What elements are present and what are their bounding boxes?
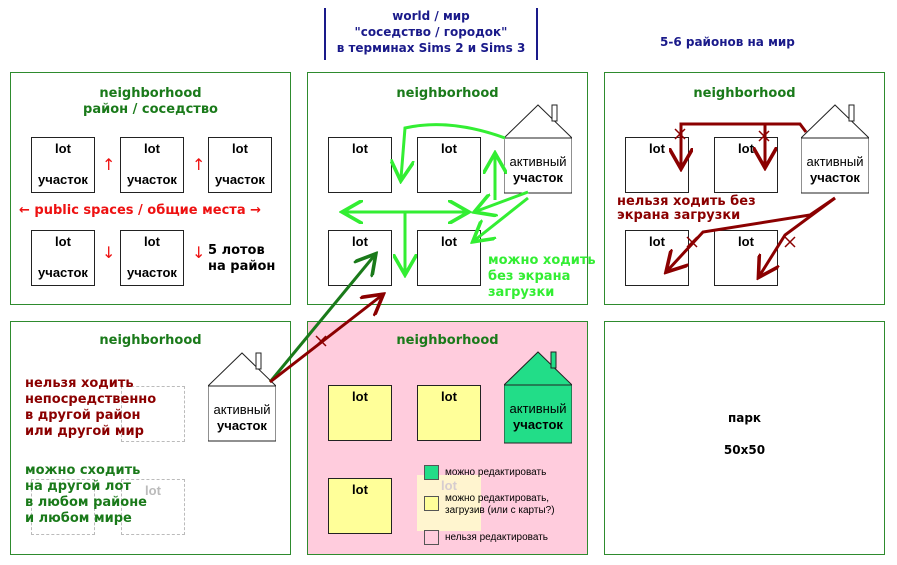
lot-label: lot [144,141,160,156]
public-spaces-label: ← public spaces / общие места → [19,203,262,218]
legend-text-editable-loaded: можно редактировать, загрузив (или с кар… [445,493,555,516]
lot-label: lot [232,141,248,156]
lot-label: lot [352,234,368,249]
lot-label: lot [738,141,754,156]
lot[interactable]: lot [328,137,392,193]
legend-text-not-editable: нельзя редактировать [445,532,548,543]
house-icon [504,104,572,194]
panel-title: neighborhood [99,86,202,101]
lot-label: lot [352,389,368,404]
lot-label: lot [441,141,457,156]
ghost-lot [31,479,95,535]
park-label: парк [727,411,762,425]
house-icon [208,352,276,442]
lots-per-district-note: 5 лотов на район [208,243,276,274]
lot[interactable]: lot [625,137,689,193]
house-sublabel: участок [810,170,860,185]
panel-neighborhood-4: neighborhood lot активный участок нельзя… [10,321,291,555]
world-header: world / мир "соседство / городок" в терм… [324,8,538,60]
lot[interactable]: lot [328,478,392,534]
lot[interactable]: lot [714,230,778,286]
active-lot-house[interactable]: активный участок [801,104,869,194]
panel-park: парк 50x50 [604,321,885,555]
cannot-walk-note: нельзя ходить непосредственно в другой р… [25,376,157,439]
park-size: 50x50 [723,443,766,457]
house-label: активный [509,154,567,169]
house-icon [801,104,869,194]
lot[interactable]: lot участок [31,137,95,193]
lot-sublabel: участок [127,265,177,280]
header-line3: в терминах Sims 2 и Sims 3 [336,41,526,55]
lot-label: lot [649,234,665,249]
active-lot-house[interactable]: активный участок [208,352,276,442]
legend-swatch-editable-loaded [424,496,439,511]
arrow-down-icon: ↓ [192,243,206,262]
lot-label: lot [145,483,161,498]
lot-label: lot [738,234,754,249]
lot[interactable]: lot [417,385,481,441]
can-walk-note: можно сходить на другой лот в любом райо… [25,463,147,526]
active-lot-house[interactable]: активный участок [504,104,572,194]
legend-text-editable: можно редактировать [445,467,547,478]
house-sublabel: участок [217,418,267,433]
legend-swatch-editable [424,465,439,480]
ghost-lot: lot [121,479,185,535]
lot-label: lot [144,234,160,249]
arrow-up-icon: ↑ [192,155,206,174]
lot-sublabel: участок [215,172,265,187]
lot-sublabel: участок [127,172,177,187]
lot-label: lot [441,478,457,493]
arrow-down-icon: ↓ [102,243,116,262]
lot[interactable]: lot [625,230,689,286]
lot[interactable]: lot [714,137,778,193]
lot[interactable]: lot участок [120,230,184,286]
lot[interactable]: lot [417,230,481,286]
house-label: активный [806,154,864,169]
active-lot-house[interactable]: активный участок [504,351,572,444]
panel-neighborhood-1: neighborhood район / соседство lot участо… [10,72,291,305]
lot[interactable]: lot участок [208,137,272,193]
house-icon [504,351,572,444]
lot-sublabel: участок [38,172,88,187]
lot[interactable]: lot участок [120,137,184,193]
lot-label: lot [55,234,71,249]
house-label: активный [213,402,271,417]
house-sublabel: участок [513,170,563,185]
panel-neighborhood-3: neighborhood lot lot lot lot активный уч… [604,72,885,305]
panel-subtitle: район / соседство [83,102,218,117]
lot-label: lot [649,141,665,156]
lot-sublabel: участок [38,265,88,280]
lot-label: lot [55,141,71,156]
lot-label: lot [352,482,368,497]
lot[interactable]: lot [328,385,392,441]
header-line2: "соседство / городок" [354,25,508,39]
lot[interactable]: lot участок [31,230,95,286]
panel-neighborhood-5: neighborhood lot lot lot lot активный уч… [307,321,588,555]
panel-neighborhood-2: neighborhood lot lot lot lot активный уч… [307,72,596,305]
panel-title: neighborhood [396,86,499,101]
lot-label: lot [441,234,457,249]
no-walk-note: нельзя ходить без экрана загрузки [617,194,756,223]
districts-per-world-note: 5-6 районов на мир [660,35,795,49]
lot-label: lot [352,141,368,156]
lot[interactable]: lot [328,230,392,286]
ghost-lot [121,386,185,442]
walk-without-loading-note: можно ходить без экрана загрузки [488,253,596,300]
header-line1: world / мир [392,9,470,23]
house-label: активный [509,401,567,416]
panel-title: neighborhood [99,333,202,348]
lot-label: lot [441,389,457,404]
legend-swatch-not-editable [424,530,439,545]
arrow-up-icon: ↑ [102,155,116,174]
lot[interactable]: lot [417,137,481,193]
house-sublabel: участок [513,417,563,432]
panel-title: neighborhood [396,333,499,348]
panel-title: neighborhood [693,86,796,101]
